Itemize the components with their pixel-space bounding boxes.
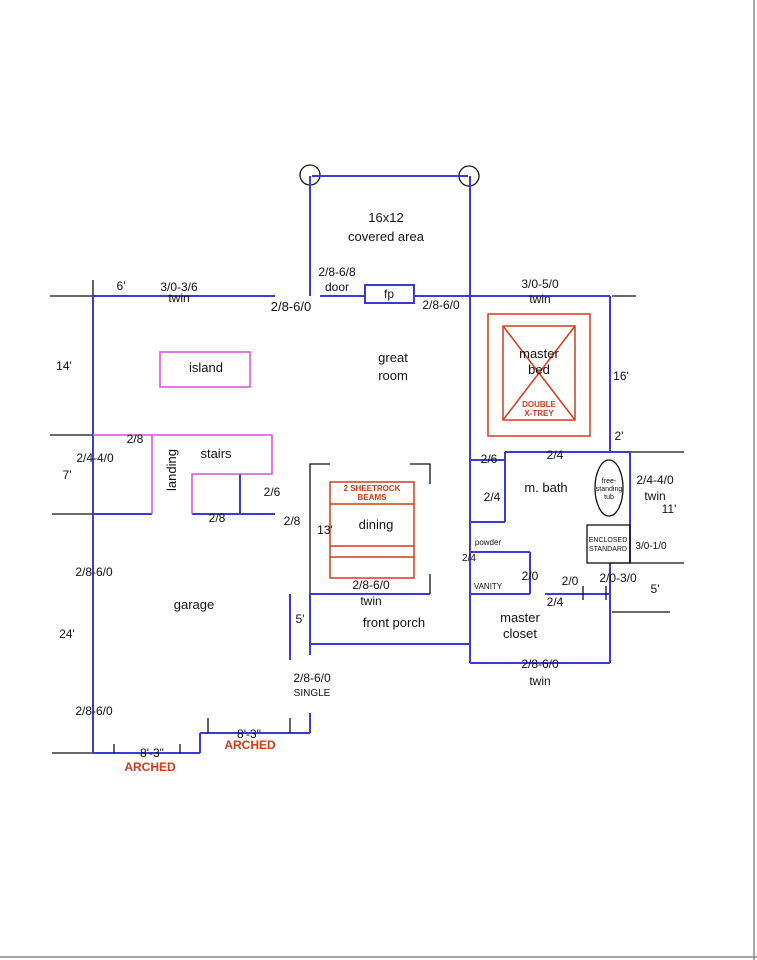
op-win-closet-2: twin: [529, 674, 550, 688]
covered-area: [299, 164, 480, 460]
label-island: island: [189, 360, 223, 375]
op-door-left-upper: 2/8-6/0: [75, 565, 113, 579]
note-arched-1: ARCHED: [124, 760, 176, 774]
label-covered-area-size: 16x12: [368, 210, 403, 225]
op-win-top-left-2: twin: [168, 291, 189, 305]
op-win-dining-2: twin: [360, 594, 381, 608]
dim-garage-door-2: 8'-3": [237, 727, 261, 741]
dim-14ft: 14': [56, 359, 72, 373]
label-tub-2: standing: [596, 486, 623, 493]
dim-5ft-right: 5': [651, 582, 660, 596]
note-trey-1: DOUBLE: [522, 400, 556, 409]
master-bed: [487, 313, 591, 437]
label-powder: powder: [475, 538, 502, 547]
dining-bracket-left: [309, 463, 330, 594]
sheetrock-beams: [329, 481, 415, 579]
op-door-porch-2: SINGLE: [294, 688, 331, 699]
dim-13ft: 13': [317, 523, 333, 537]
op-bath-2-4-mid: 2/4: [484, 490, 501, 504]
label-great-room-2: room: [378, 368, 408, 383]
op-bath-2-6: 2/6: [481, 452, 498, 466]
label-garage: garage: [174, 597, 214, 612]
op-bath-2-4-powder: 2/4: [462, 553, 476, 564]
op-win-left-2-4: 2/4-4/0: [76, 451, 114, 465]
op-stairs-2-8-top: 2/8: [127, 432, 144, 446]
op-dining-2-8: 2/8: [284, 514, 301, 528]
op-stairs-2-8-bottom: 2/8: [209, 511, 226, 525]
opening-ticks: [92, 280, 607, 753]
label-covered-area: covered area: [348, 229, 425, 244]
op-closet-2-0: 2/0: [562, 574, 579, 588]
note-trey-2: X-TREY: [524, 409, 554, 418]
label-great-room-1: great: [378, 350, 408, 365]
op-door-top-1: 2/8-6/8: [318, 265, 356, 279]
op-win-master-2: twin: [529, 292, 550, 306]
note-sheetrock-1: 2 SHEETROCK: [344, 484, 401, 493]
dim-6ft: 6': [117, 279, 126, 293]
walls: [92, 295, 631, 754]
op-shower-size: 3/0-1/0: [635, 541, 667, 552]
op-door-left-lower: 2/8-6/0: [75, 704, 113, 718]
label-tub-1: free-: [602, 478, 617, 485]
stairs-outline: [151, 434, 273, 514]
dim-garage-door-1: 8'-3": [140, 746, 164, 760]
note-sheetrock-2: BEAMS: [358, 493, 388, 502]
op-door-top-2: door: [325, 280, 349, 294]
island: [159, 351, 251, 388]
label-tub-3: tub: [604, 494, 614, 501]
op-stairs-2-6: 2/6: [264, 485, 281, 499]
label-stairs: stairs: [200, 446, 232, 461]
label-master-bed-2: bed: [528, 362, 550, 377]
label-landing: landing: [164, 449, 179, 491]
label-master-closet-1: master: [500, 610, 540, 625]
label-vanity: VANITY: [474, 582, 503, 591]
op-door-porch-1: 2/8-6/0: [293, 671, 331, 685]
dim-7ft: 7': [63, 468, 72, 482]
dim-16ft: 16': [613, 369, 629, 383]
label-front-porch: front porch: [363, 615, 425, 630]
op-bath-2-0-vanity: 2/0: [522, 569, 539, 583]
label-master-closet-2: closet: [503, 626, 537, 641]
label-enclosed-1: ENCLOSED: [589, 537, 628, 544]
label-dining: dining: [359, 517, 394, 532]
op-win-bath-1: 2/4-4/0: [636, 473, 674, 487]
dim-2ft: 2': [615, 429, 624, 443]
op-bath-2-4-top: 2/4: [547, 448, 564, 462]
op-closet-2-0-3-0: 2/0-3/0: [599, 571, 637, 585]
op-win-bath-2: twin: [644, 489, 665, 503]
op-win-closet-1: 2/8-6/0: [521, 657, 559, 671]
note-arched-2: ARCHED: [224, 738, 276, 752]
enclosed-shower: [586, 524, 631, 564]
dim-24ft: 24': [59, 627, 75, 641]
op-door-fp-right: 2/8-6/0: [422, 298, 460, 312]
op-win-master-1: 3/0-5/0: [521, 277, 559, 291]
op-win-top-left-1: 3/0-3/6: [160, 280, 198, 294]
op-closet-2-4: 2/4: [547, 595, 564, 609]
fireplace: [364, 284, 415, 304]
label-master-bed-1: master: [519, 346, 559, 361]
dining-bracket-right: [410, 463, 431, 484]
op-door-top-bold: 2/8-6/0: [271, 299, 311, 314]
label-fp: fp: [384, 287, 394, 301]
label-enclosed-2: STANDARD: [589, 546, 627, 553]
op-win-dining-1: 2/8-6/0: [352, 578, 390, 592]
dim-5ft-porch: 5': [296, 612, 305, 626]
dim-11ft: 11': [662, 502, 677, 516]
free-standing-tub: [594, 459, 624, 517]
label-m-bath: m. bath: [524, 480, 567, 495]
